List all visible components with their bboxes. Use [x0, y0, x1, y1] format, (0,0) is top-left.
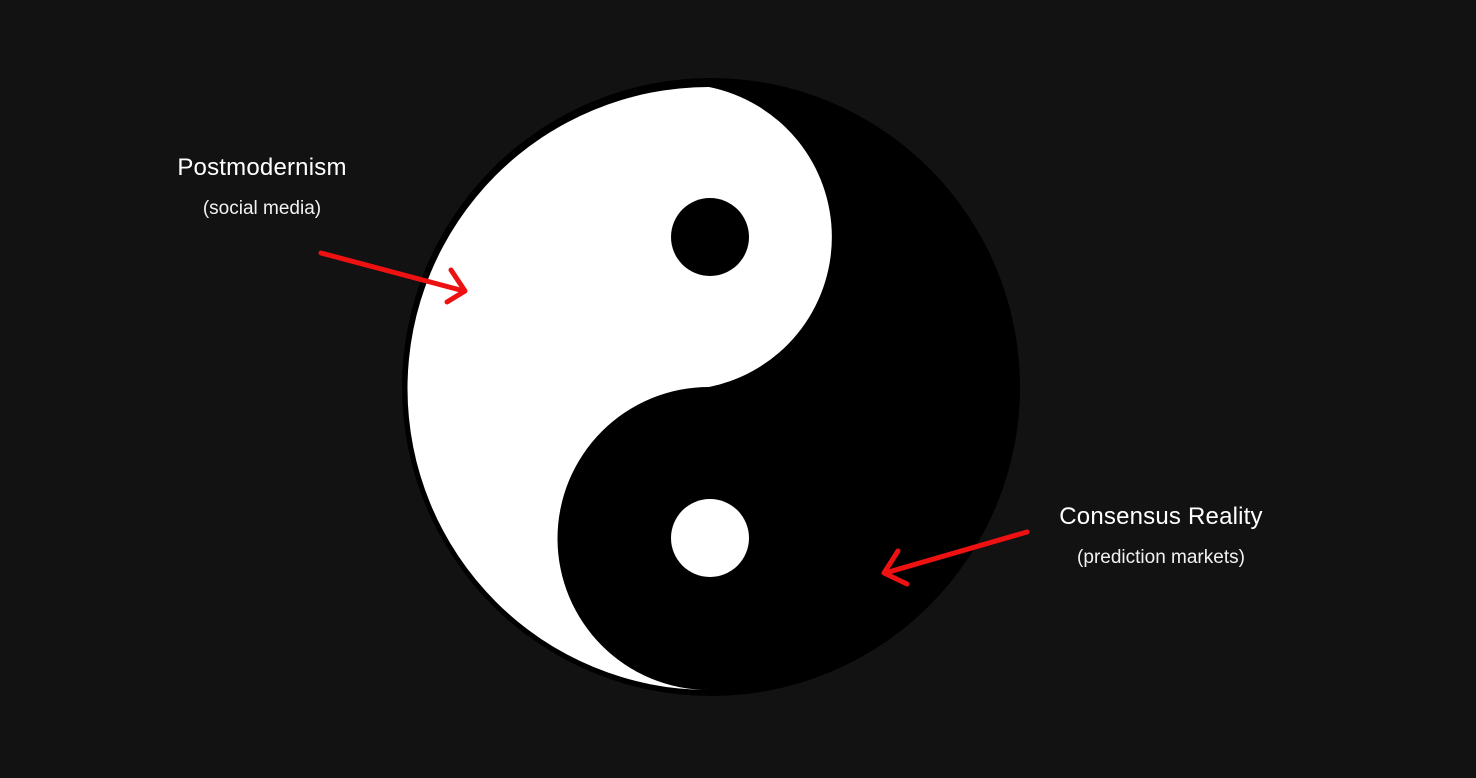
- consensus-reality-title: Consensus Reality: [1059, 503, 1263, 530]
- arrow-to-consensus-reality-icon: [881, 529, 1030, 587]
- consensus-reality-label: Consensus Reality (prediction markets): [1040, 502, 1282, 570]
- yang-dark-dot: [671, 198, 749, 276]
- yin-light-dot: [671, 499, 749, 577]
- postmodernism-title: Postmodernism: [177, 154, 347, 181]
- arrow-to-postmodernism-icon: [318, 250, 468, 305]
- social-media-subtitle: (social media): [202, 198, 322, 219]
- prediction-markets-subtitle: (prediction markets): [1077, 547, 1245, 568]
- postmodernism-label: Postmodernism (social media): [162, 153, 362, 221]
